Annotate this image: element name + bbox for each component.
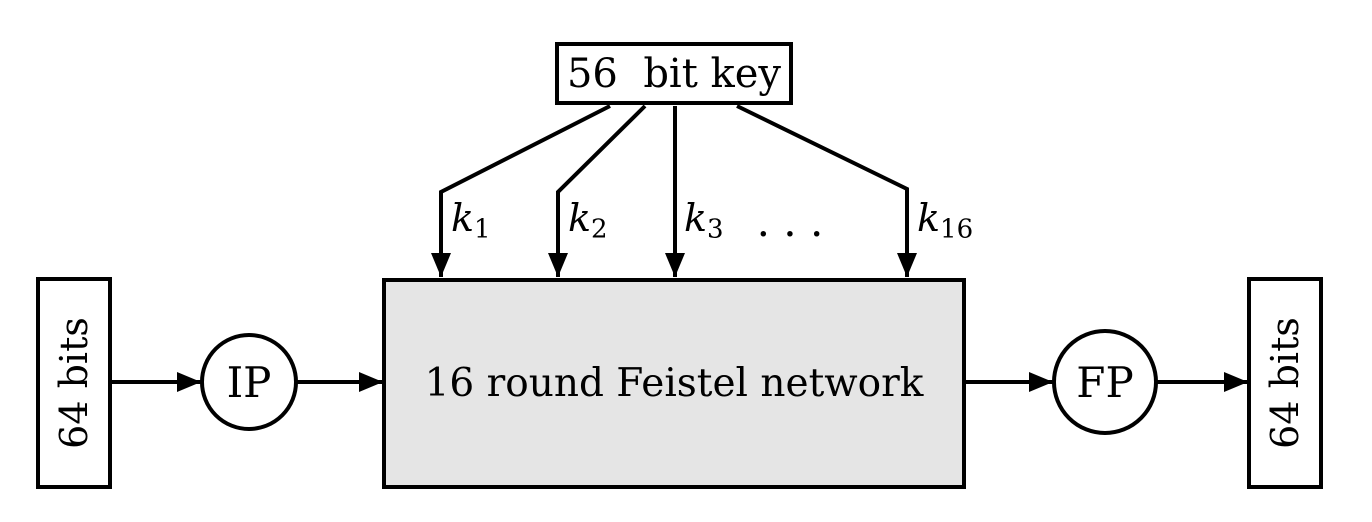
subkey-k1-sub: 1 (474, 214, 491, 245)
final-permutation-node: FP (1052, 329, 1158, 435)
subkey-k16-base: k (917, 196, 941, 240)
subkey-ellipsis: . . . (756, 197, 824, 246)
subkey-label-k2: k2 (568, 192, 608, 244)
key-box: 56 bit key (555, 42, 793, 105)
initial-permutation-node: IP (200, 333, 298, 431)
subkey-k3-base: k (684, 196, 708, 240)
subkey-label-k1: k1 (451, 192, 491, 244)
subkey-k1-base: k (451, 196, 475, 240)
key-box-label: 56 bit key (566, 50, 782, 97)
subkey-k2-sub: 2 (591, 214, 608, 245)
output-bits-label: 64 bits (1263, 317, 1307, 449)
key-arrow-k1 (431, 104, 611, 277)
input-bits-label: 64 bits (52, 317, 96, 449)
output-bits-box: 64 bits (1247, 277, 1323, 489)
final-permutation-label: FP (1076, 357, 1134, 407)
subkey-label-k16: k16 (917, 192, 973, 244)
feistel-network-box: 16 round Feistel network (382, 278, 966, 489)
input-bits-box: 64 bits (36, 277, 112, 489)
subkey-label-k3: k3 (684, 192, 724, 244)
subkey-k16-sub: 16 (940, 214, 974, 245)
initial-permutation-label: IP (226, 357, 272, 407)
subkey-k3-sub: 3 (707, 214, 724, 245)
feistel-network-label: 16 round Feistel network (424, 361, 924, 406)
key-arrow-k2 (548, 104, 647, 277)
key-arrow-k16 (736, 104, 917, 277)
subkey-k2-base: k (568, 196, 592, 240)
